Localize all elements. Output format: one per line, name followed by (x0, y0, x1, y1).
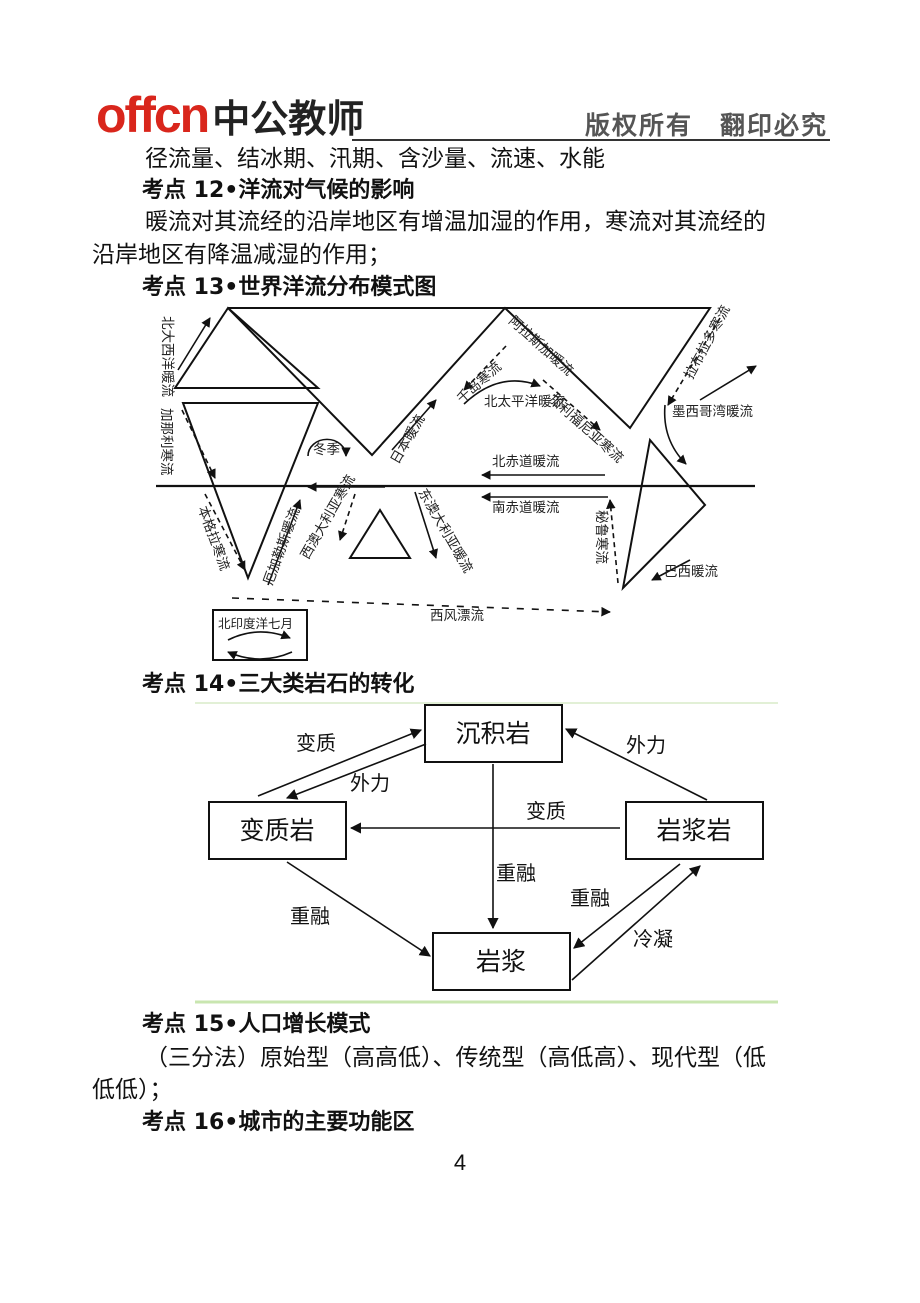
page-number: 4 (453, 1150, 467, 1175)
node-sedimentary-label: 沉积岩 (455, 719, 530, 748)
text-line: 低低）； (92, 1077, 173, 1103)
header-rule (352, 139, 830, 141)
edge-meta-to-sed: 外力 (350, 771, 390, 795)
label-south-equatorial: 南赤道暖流 (492, 500, 560, 516)
text-line: （三分法）原始型（高高低）、传统型（高低高）、现代型（低 (145, 1045, 766, 1071)
logo-cn: 中公教师 (212, 97, 365, 141)
node-sedimentary (424, 704, 563, 763)
continent-shape (621, 437, 707, 592)
continent-shape (181, 402, 320, 581)
node-igneous (625, 801, 764, 860)
node-metamorphic (208, 801, 347, 860)
label-canary: 加那利寒流 (158, 408, 175, 476)
continent-shape (173, 306, 321, 389)
copyright-notice: 版权所有 翻印必究 (584, 111, 828, 140)
edge-sed-to-meta: 变质 (296, 731, 336, 755)
label-north-indian-july: 北印度洋七月 (218, 616, 293, 631)
offcn-logo: offcn 中公教师 (96, 84, 364, 140)
heading-kp16: 考点 16•城市的主要功能区 (142, 1110, 415, 1135)
continent-shape (227, 306, 712, 457)
text-line: 暖流对其流经的沿岸地区有增温加湿的作用，寒流对其流经的 (145, 209, 766, 235)
label-peru: 秘鲁寒流 (593, 510, 610, 564)
label-north-equatorial: 北赤道暖流 (492, 454, 560, 470)
edge-ign-to-sed: 外力 (626, 733, 666, 757)
edge-sed-to-magma: 重融 (496, 861, 536, 885)
rock-cycle-diagram: 沉积岩 变质岩 岩浆岩 岩浆 变质 外力 外力 变质 重融 重融 重融 冷凝 (195, 702, 778, 1004)
label-gulf-stream: 墨西哥湾暖流 (672, 403, 753, 420)
ocean-current-diagram: 北大西洋暖流 加那利寒流 冬季 本格拉寒流 厄加勒斯暖流 西澳大利亚寒流 东澳大… (156, 302, 757, 661)
label-north-atlantic-drift: 北大西洋暖流 (159, 316, 175, 397)
label-alaska: 阿拉斯加暖流 (505, 313, 576, 379)
node-metamorphic-label: 变质岩 (239, 816, 314, 845)
continent-shape (348, 508, 412, 559)
edge-ign-to-meta: 变质 (526, 799, 566, 823)
north-indian-box (212, 609, 308, 661)
heading-kp15: 考点 15•人口增长模式 (142, 1012, 371, 1037)
node-magma-label: 岩浆 (476, 947, 526, 976)
label-north-pacific: 北太平洋暖流 (484, 394, 565, 410)
label-west-wind-drift: 西风漂流 (430, 608, 484, 624)
label-west-australian: 西澳大利亚寒流 (297, 471, 359, 562)
edge-meta-to-magma: 重融 (290, 904, 330, 928)
edge-ign-to-magma: 重融 (570, 886, 610, 910)
heading-kp13: 考点 13•世界洋流分布模式图 (142, 275, 437, 300)
text-line: 沿岸地区有降温减湿的作用； (92, 242, 391, 268)
label-agulhas: 厄加勒斯暖流 (261, 505, 304, 587)
label-brazil: 巴西暖流 (664, 564, 718, 580)
heading-kp14: 考点 14•三大类岩石的转化 (142, 672, 415, 697)
label-east-australian: 东澳大利亚暖流 (415, 486, 476, 576)
text-line: 径流量、结冰期、汛期、含沙量、流速、水能 (145, 146, 605, 172)
edge-magma-to-ign: 冷凝 (633, 927, 673, 951)
logo-latin: offcn (96, 87, 210, 143)
node-igneous-label: 岩浆岩 (656, 816, 731, 845)
node-magma (432, 932, 571, 991)
heading-kp12: 考点 12•洋流对气候的影响 (142, 178, 415, 203)
label-monsoon: 冬季 (313, 442, 340, 458)
label-kuroshio: 日本暖流 (388, 412, 429, 467)
